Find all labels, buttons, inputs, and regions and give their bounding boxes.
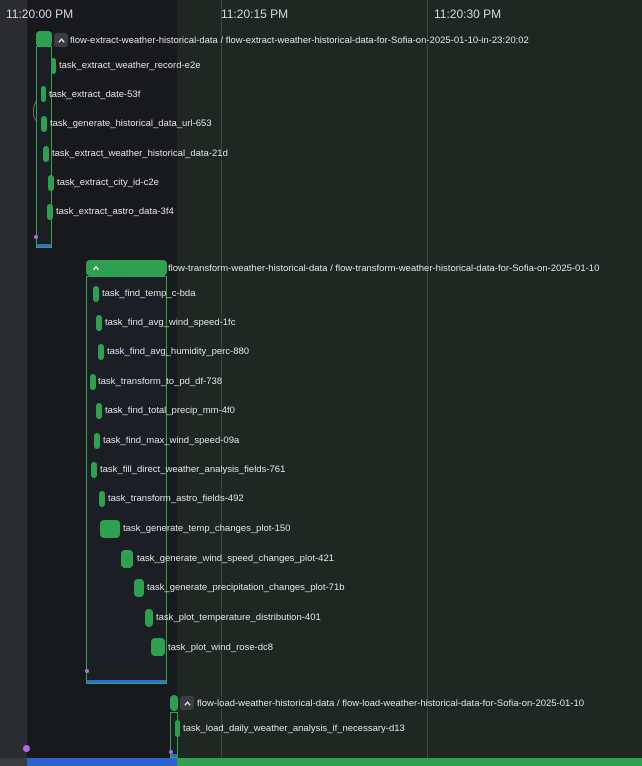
flow-run-bar[interactable] [36,31,52,47]
task-run-label[interactable]: task_generate_temp_changes_plot-150 [123,523,291,534]
flow-run-scope [86,276,167,684]
task-run-label[interactable]: task_find_avg_humidity_perc-880 [107,346,250,357]
task-run-label[interactable]: task_extract_weather_record-e2e [59,60,201,71]
collapse-flow-button[interactable] [54,33,68,47]
task-run-bar[interactable] [93,286,99,302]
chevron-up-icon [57,37,65,43]
flow-run-bar[interactable] [170,695,178,711]
task-run-bar[interactable] [96,315,102,331]
dependency-anchor-dot [169,750,173,754]
task-run-label[interactable]: task_extract_date-53f [49,89,141,100]
chevron-up-icon [183,700,191,706]
time-tick-label: 11:20:30 PM [434,7,502,21]
task-run-bar[interactable] [99,491,105,507]
task-run-label[interactable]: task_transform_to_pd_df-738 [98,376,223,387]
task-run-label[interactable]: task_plot_wind_rose-dc8 [168,642,274,653]
task-run-label[interactable]: task_extract_astro_data-3f4 [56,206,174,217]
timeline-pre-run-region [0,0,27,758]
task-run-bar[interactable] [41,86,46,102]
now-marker-dot[interactable] [23,745,30,752]
task-run-label[interactable]: task_find_max_wind_speed-09a [103,435,240,446]
flow-run-label[interactable]: flow-extract-weather-historical-data / f… [70,35,529,46]
collapse-flow-button[interactable] [180,696,194,710]
task-run-label[interactable]: task_generate_wind_speed_changes_plot-42… [137,553,335,564]
flow-run-label[interactable]: flow-transform-weather-historical-data /… [168,263,600,274]
timeline-scrubber-track[interactable] [0,758,27,766]
task-run-bar[interactable] [94,433,100,449]
task-run-label[interactable]: task_fill_direct_weather_analysis_fields… [100,464,286,475]
task-run-bar[interactable] [121,550,133,568]
task-run-bar[interactable] [43,146,49,162]
task-run-label[interactable]: task_find_avg_wind_speed-1fc [105,317,236,328]
task-run-label[interactable]: task_find_total_precip_mm-4f0 [105,405,235,416]
task-run-label[interactable]: task_plot_temperature_distribution-401 [156,612,321,623]
timeline-scrubber-selection[interactable] [27,758,177,766]
task-run-bar[interactable] [145,609,153,627]
task-run-bar[interactable] [90,374,96,390]
gridline [221,0,222,758]
task-run-label[interactable]: task_load_daily_weather_analysis_if_nece… [183,723,405,734]
task-run-label[interactable]: task_find_temp_c-bda [102,288,196,299]
task-run-bar[interactable] [98,344,104,360]
chevron-up-icon[interactable] [92,264,100,272]
task-run-label[interactable]: task_generate_precipitation_changes_plot… [147,582,345,593]
task-run-label[interactable]: task_generate_historical_data_url-653 [50,118,212,129]
dependency-anchor-dot [85,669,89,673]
task-run-label[interactable]: task_extract_city_id-c2e [57,177,159,188]
timeline-scrubber-range[interactable] [177,758,642,766]
task-run-label[interactable]: task_extract_weather_historical_data-21d [52,148,228,159]
flow-run-bar[interactable] [86,260,167,276]
task-run-bar[interactable] [100,520,120,538]
task-run-bar[interactable] [175,720,180,737]
time-tick-label: 11:20:15 PM [221,7,289,21]
task-run-bar[interactable] [47,204,53,220]
time-tick-label: 11:20:00 PM [6,7,74,21]
gridline [427,0,428,758]
task-run-bar[interactable] [96,403,102,419]
task-run-bar[interactable] [48,175,54,191]
task-run-bar[interactable] [51,58,56,74]
task-run-bar[interactable] [151,638,165,656]
task-run-label[interactable]: task_transform_astro_fields-492 [108,493,244,504]
flow-run-label[interactable]: flow-load-weather-historical-data / flow… [197,698,585,709]
dependency-anchor-dot [34,235,38,239]
task-run-bar[interactable] [134,579,144,597]
task-run-bar[interactable] [41,116,47,132]
task-run-bar[interactable] [91,462,97,478]
timeline-main-region [177,0,642,758]
